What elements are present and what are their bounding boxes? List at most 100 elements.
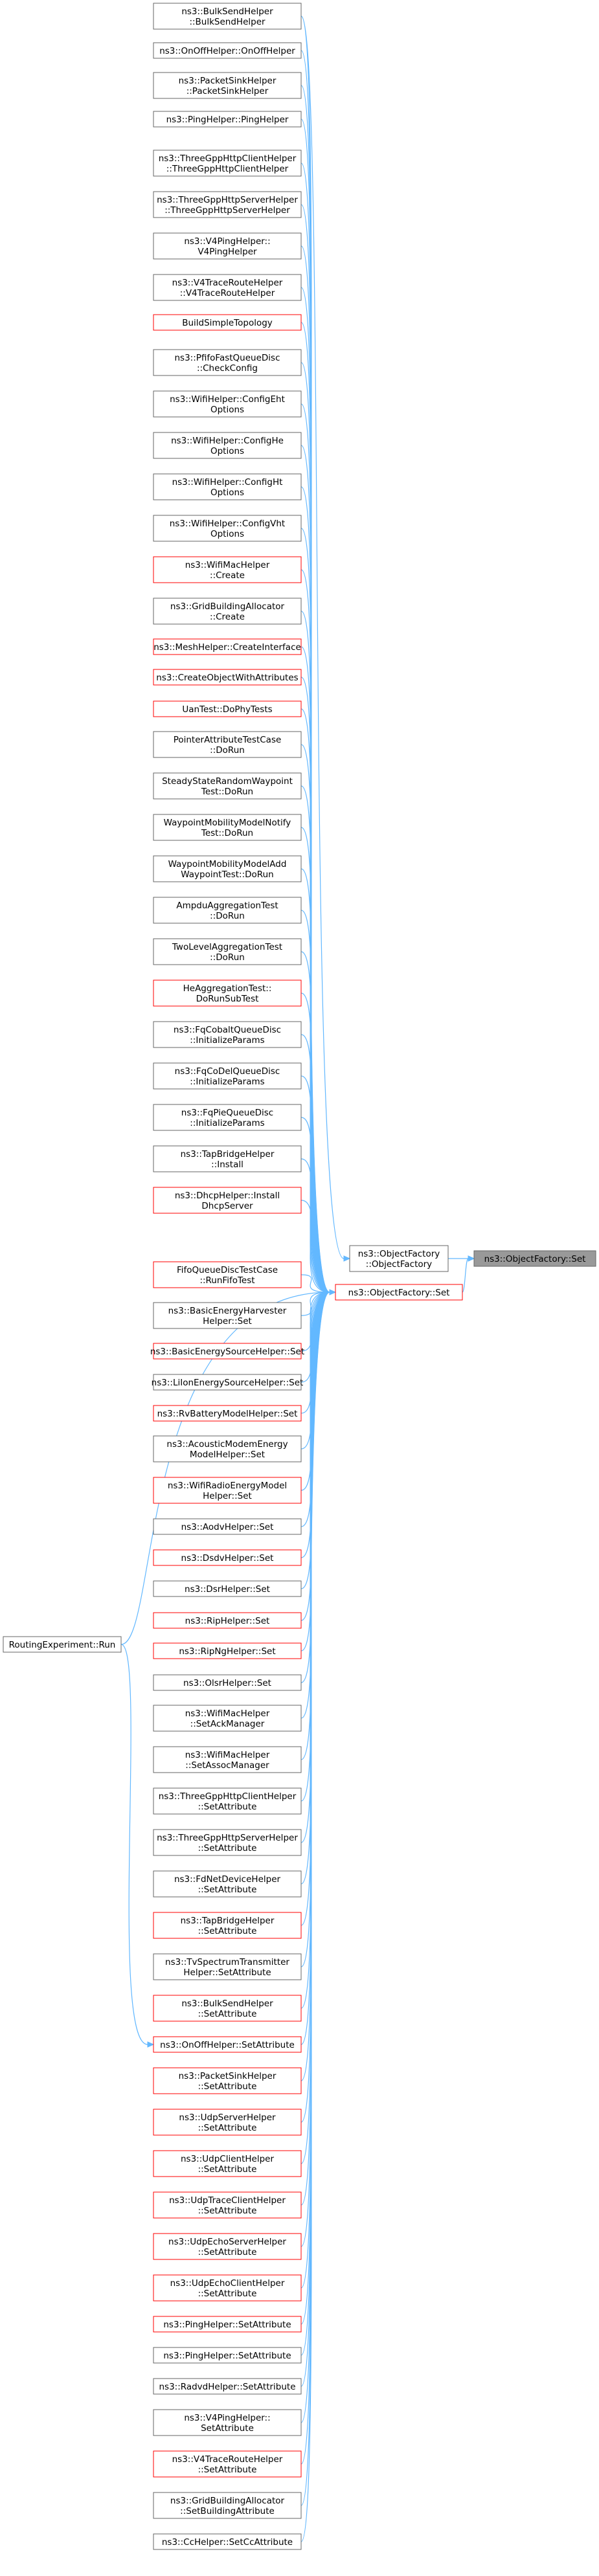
- edge-caller-9: [300, 362, 330, 1293]
- node-caller-35[interactable]: ns3::RvBatteryModelHelper::Set: [153, 1405, 302, 1422]
- node-routing-experiment-run[interactable]: RoutingExperiment::Run: [3, 1636, 122, 1653]
- node-caller-25[interactable]: HeAggregationTest::DoRunSubTest: [153, 980, 302, 1007]
- node-caller-15[interactable]: ns3::GridBuildingAllocator::Create: [153, 598, 302, 625]
- node-caller-24[interactable]: TwoLevelAggregationTest::DoRun: [153, 938, 302, 965]
- edge-caller-8: [300, 322, 330, 1293]
- node-caller-6[interactable]: ns3::V4PingHelper::V4PingHelper: [153, 232, 302, 260]
- edge-caller-1: [300, 50, 330, 1293]
- node-caller-32-box: [153, 1302, 302, 1329]
- edge-caller-0-to-ctor: [300, 16, 345, 1259]
- node-caller-48[interactable]: ns3::FdNetDeviceHelper::SetAttribute: [153, 1870, 302, 1898]
- node-caller-62[interactable]: ns3::V4PingHelper::SetAttribute: [153, 2409, 302, 2436]
- node-caller-47[interactable]: ns3::ThreeGppHttpServerHelper::SetAttrib…: [153, 1829, 302, 1856]
- node-caller-15-label: ns3::GridBuildingAllocator: [170, 601, 285, 612]
- node-caller-22[interactable]: WaypointMobilityModelAddWaypointTest::Do…: [153, 855, 302, 882]
- node-caller-2[interactable]: ns3::PacketSinkHelper::PacketSinkHelper: [153, 72, 302, 99]
- node-caller-45[interactable]: ns3::WifiMacHelper::SetAssocManager: [153, 1746, 302, 1773]
- node-caller-8-label: BuildSimpleTopology: [182, 318, 273, 328]
- node-caller-57[interactable]: ns3::UdpEchoServerHelper::SetAttribute: [153, 2233, 302, 2260]
- node-caller-33-box: [153, 1343, 302, 1360]
- node-caller-59[interactable]: ns3::PingHelper::SetAttribute: [153, 2316, 302, 2333]
- node-objectfactory-set-root[interactable]: ns3::ObjectFactory::Set: [473, 1250, 596, 1267]
- node-caller-48-box: [153, 1870, 302, 1898]
- node-caller-51[interactable]: ns3::BulkSendHelper::SetAttribute: [153, 1995, 302, 2022]
- node-caller-43[interactable]: ns3::OlsrHelper::Set: [153, 1674, 302, 1691]
- node-caller-16[interactable]: ns3::MeshHelper::CreateInterface: [153, 638, 302, 655]
- node-caller-60[interactable]: ns3::PingHelper::SetAttribute: [153, 2347, 302, 2364]
- node-caller-28[interactable]: ns3::FqPieQueueDisc::InitializeParams: [153, 1104, 302, 1131]
- node-caller-58[interactable]: ns3::UdpEchoClientHelper::SetAttribute: [153, 2274, 302, 2302]
- node-caller-35-label: ns3::RvBatteryModelHelper::Set: [157, 1409, 298, 1419]
- node-caller-17[interactable]: ns3::CreateObjectWithAttributes: [153, 669, 302, 686]
- node-caller-26-label: ::InitializeParams: [190, 1035, 264, 1046]
- node-caller-49[interactable]: ns3::TapBridgeHelper::SetAttribute: [153, 1912, 302, 1939]
- node-caller-42[interactable]: ns3::RipNgHelper::Set: [153, 1642, 302, 1659]
- node-caller-1[interactable]: ns3::OnOffHelper::OnOffHelper: [153, 42, 302, 59]
- node-caller-45-box: [153, 1746, 302, 1773]
- node-caller-41-label: ns3::RipHelper::Set: [185, 1616, 270, 1626]
- node-caller-17-box: [153, 669, 302, 686]
- node-caller-8[interactable]: BuildSimpleTopology: [153, 314, 302, 331]
- node-caller-5[interactable]: ns3::ThreeGppHttpServerHelper::ThreeGppH…: [153, 191, 302, 218]
- node-caller-26-label: ns3::FqCobaltQueueDisc: [174, 1025, 281, 1035]
- node-caller-19[interactable]: PointerAttributeTestCase::DoRun: [153, 731, 302, 758]
- node-caller-14-box: [153, 556, 302, 583]
- node-caller-10-label: ns3::WifiHelper::ConfigEht: [170, 394, 285, 405]
- node-caller-9[interactable]: ns3::PfifoFastQueueDisc::CheckConfig: [153, 349, 302, 376]
- node-caller-41-box: [153, 1612, 302, 1629]
- node-caller-46[interactable]: ns3::ThreeGppHttpClientHelper::SetAttrib…: [153, 1787, 302, 1815]
- node-caller-39[interactable]: ns3::DsdvHelper::Set: [153, 1549, 302, 1566]
- edge-caller-60: [300, 1292, 330, 2356]
- node-caller-27-box: [153, 1062, 302, 1090]
- node-caller-54[interactable]: ns3::UdpServerHelper::SetAttribute: [153, 2109, 302, 2136]
- node-caller-41[interactable]: ns3::RipHelper::Set: [153, 1612, 302, 1629]
- node-objectfactory-set[interactable]: ns3::ObjectFactory::Set: [335, 1284, 463, 1301]
- node-objectfactory-ctor[interactable]: ns3::ObjectFactory::ObjectFactory: [349, 1245, 449, 1272]
- node-caller-55[interactable]: ns3::UdpClientHelper::SetAttribute: [153, 2150, 302, 2177]
- node-caller-50-label: ns3::TvSpectrumTransmitter: [165, 1957, 289, 1967]
- node-caller-33[interactable]: ns3::BasicEnergySourceHelper::Set: [150, 1343, 304, 1360]
- node-caller-14[interactable]: ns3::WifiMacHelper::Create: [153, 556, 302, 583]
- node-caller-40[interactable]: ns3::DsrHelper::Set: [153, 1580, 302, 1597]
- node-caller-31-label: FifoQueueDiscTestCase: [177, 1265, 278, 1275]
- node-caller-27[interactable]: ns3::FqCoDelQueueDisc::InitializeParams: [153, 1062, 302, 1090]
- node-caller-38[interactable]: ns3::AodvHelper::Set: [153, 1518, 302, 1535]
- node-caller-23[interactable]: AmpduAggregationTest::DoRun: [153, 897, 302, 924]
- node-caller-61[interactable]: ns3::RadvdHelper::SetAttribute: [153, 2378, 302, 2395]
- node-caller-39-label: ns3::DsdvHelper::Set: [181, 1553, 274, 1563]
- node-caller-52[interactable]: ns3::OnOffHelper::SetAttribute: [153, 2036, 302, 2053]
- node-caller-63[interactable]: ns3::V4TraceRouteHelper::SetAttribute: [153, 2450, 302, 2478]
- node-caller-0[interactable]: ns3::BulkSendHelper::BulkSendHelper: [153, 3, 302, 30]
- node-caller-44[interactable]: ns3::WifiMacHelper::SetAckManager: [153, 1705, 302, 1732]
- node-caller-7[interactable]: ns3::V4TraceRouteHelper::V4TraceRouteHel…: [153, 274, 302, 301]
- node-caller-50[interactable]: ns3::TvSpectrumTransmitterHelper::SetAtt…: [153, 1953, 302, 1980]
- node-caller-26[interactable]: ns3::FqCobaltQueueDisc::InitializeParams: [153, 1021, 302, 1048]
- node-caller-18[interactable]: UanTest::DoPhyTests: [153, 700, 302, 717]
- node-caller-65[interactable]: ns3::CcHelper::SetCcAttribute: [153, 2533, 302, 2550]
- node-caller-34[interactable]: ns3::LiIonEnergySourceHelper::Set: [152, 1374, 304, 1391]
- edge-caller-53: [300, 1292, 330, 2081]
- node-caller-31[interactable]: FifoQueueDiscTestCase::RunFifoTest: [153, 1261, 302, 1288]
- node-caller-53[interactable]: ns3::PacketSinkHelper::SetAttribute: [153, 2067, 302, 2094]
- node-caller-6-label: V4PingHelper: [198, 247, 257, 257]
- node-caller-51-label: ns3::BulkSendHelper: [181, 1999, 273, 2009]
- node-caller-56[interactable]: ns3::UdpTraceClientHelper::SetAttribute: [153, 2191, 302, 2219]
- node-caller-3[interactable]: ns3::PingHelper::PingHelper: [153, 111, 302, 128]
- node-caller-64[interactable]: ns3::GridBuildingAllocator::SetBuildingA…: [153, 2492, 302, 2519]
- node-caller-4[interactable]: ns3::ThreeGppHttpClientHelper::ThreeGppH…: [153, 150, 302, 177]
- node-caller-29[interactable]: ns3::TapBridgeHelper::Install: [153, 1145, 302, 1172]
- node-caller-61-box: [153, 2378, 302, 2395]
- node-caller-3-box: [153, 111, 302, 128]
- node-caller-9-label: ::CheckConfig: [197, 363, 258, 374]
- node-caller-44-box: [153, 1705, 302, 1732]
